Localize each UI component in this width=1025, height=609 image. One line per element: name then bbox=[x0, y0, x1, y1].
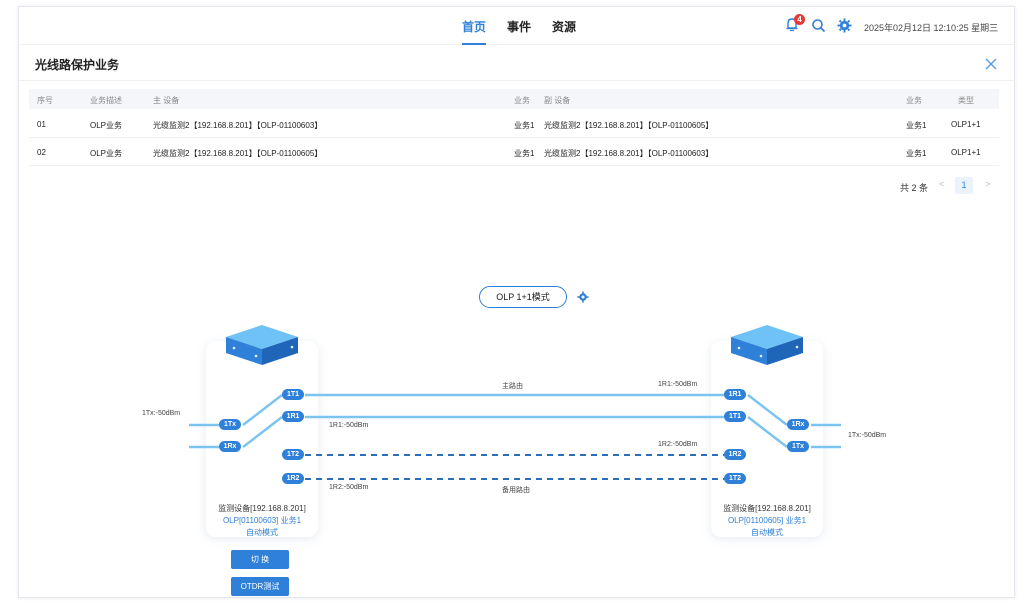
left-port-1t2[interactable]: 1T2 bbox=[282, 449, 304, 460]
fiber-link-diagram bbox=[189, 393, 841, 480]
cell-desc: OLP业务 bbox=[90, 149, 123, 158]
mode-settings-gear-icon[interactable] bbox=[577, 291, 589, 303]
left-port-1rx[interactable]: 1Rx bbox=[219, 441, 241, 452]
cell-sub-device: 光缆监测2【192.168.8.201】【OLP-01100605】 bbox=[544, 121, 714, 130]
left-tx-power-label: 1Tx:-50dBm bbox=[142, 410, 181, 417]
tab-resources[interactable]: 资源 bbox=[552, 20, 577, 34]
left-r1-power-label: 1R1:-50dBm bbox=[329, 422, 369, 429]
col-header-no: 序号 bbox=[37, 96, 53, 105]
datetime-display: 2025年02月12日 12:10:25 星期三 bbox=[864, 23, 999, 33]
olp-mode-selector[interactable]: OLP 1+1模式 bbox=[479, 286, 567, 308]
left-device-mode: 自动模式 bbox=[246, 528, 278, 537]
cell-service: 业务1 bbox=[514, 149, 535, 158]
right-device-olp: OLP[01100605] 业务1 bbox=[727, 516, 807, 525]
pagination-prev-button[interactable]: < bbox=[939, 179, 945, 189]
tab-home[interactable]: 首页 bbox=[462, 20, 487, 45]
left-tx-to-t1-line bbox=[242, 394, 283, 426]
cell-sub-device: 光缆监测2【192.168.8.201】【OLP-01100603】 bbox=[544, 149, 714, 158]
col-header-service-2: 业务 bbox=[906, 96, 922, 105]
right-port-1r2[interactable]: 1R2 bbox=[724, 449, 746, 460]
right-device-card: 监测设备[192.168.8.201] OLP[01100605] 业务1 自动… bbox=[711, 341, 823, 537]
left-device-name: 监测设备[192.168.8.201] bbox=[218, 504, 306, 513]
pagination-total: 共 2 条 bbox=[900, 183, 929, 193]
right-r1-power-label: 1R1:-50dBm bbox=[658, 381, 698, 388]
right-port-1rx[interactable]: 1Rx bbox=[787, 419, 809, 430]
cell-no: 02 bbox=[37, 148, 46, 157]
left-port-1r1[interactable]: 1R1 bbox=[282, 411, 304, 422]
table-row[interactable]: 01 OLP业务 光缆监测2【192.168.8.201】【OLP-011006… bbox=[29, 110, 999, 138]
right-r1-to-rx-line bbox=[747, 394, 788, 426]
table-header: 序号 业务描述 主 设备 业务 副 设备 业务 类型 bbox=[29, 89, 999, 109]
left-rx-to-r1-line bbox=[242, 416, 283, 448]
table-row[interactable]: 02 OLP业务 光缆监测2【192.168.8.201】【OLP-011006… bbox=[29, 138, 999, 166]
app-window: 首页 事件 资源 4 2025 bbox=[18, 6, 1015, 598]
right-device-mode: 自动模式 bbox=[751, 528, 783, 537]
main-route-label: 主路由 bbox=[502, 383, 523, 390]
col-header-type: 类型 bbox=[958, 96, 974, 105]
left-port-1t1[interactable]: 1T1 bbox=[282, 389, 304, 400]
cell-service: 业务1 bbox=[514, 121, 535, 130]
right-port-1tx[interactable]: 1Tx bbox=[787, 441, 809, 452]
right-port-1t2[interactable]: 1T2 bbox=[724, 473, 746, 484]
right-port-1r1[interactable]: 1R1 bbox=[724, 389, 746, 400]
right-device-name: 监测设备[192.168.8.201] bbox=[723, 504, 811, 513]
right-device-image-icon bbox=[731, 325, 803, 365]
left-device-olp: OLP[01100603] 业务1 bbox=[222, 516, 302, 525]
left-device-image-icon bbox=[226, 325, 298, 365]
col-header-main-device: 主 设备 bbox=[153, 96, 180, 105]
left-device-card: 监测设备[192.168.8.201] OLP[01100603] 业务1 自动… bbox=[206, 341, 318, 537]
right-t1-to-tx-line bbox=[747, 416, 788, 448]
backup-route-label: 备用路由 bbox=[502, 487, 530, 494]
top-nav: 首页 事件 资源 4 2025 bbox=[19, 7, 1014, 45]
left-r2-power-label: 1R2:-50dBm bbox=[329, 484, 369, 491]
settings-gear-icon[interactable] bbox=[837, 18, 852, 33]
left-port-1r2[interactable]: 1R2 bbox=[282, 473, 304, 484]
right-tx-power-label: 1Tx:-50dBm bbox=[848, 432, 887, 439]
otdr-test-button[interactable]: OTDR测试 bbox=[231, 577, 289, 596]
right-port-1t1[interactable]: 1T1 bbox=[724, 411, 746, 422]
search-icon[interactable] bbox=[811, 18, 826, 33]
cell-main-device: 光缆监测2【192.168.8.201】【OLP-01100603】 bbox=[153, 121, 323, 130]
alarm-count-badge: 4 bbox=[794, 14, 805, 25]
cell-no: 01 bbox=[37, 120, 46, 129]
col-header-sub-device: 副 设备 bbox=[544, 96, 571, 105]
right-r2-power-label: 1R2:-50dBm bbox=[658, 441, 698, 448]
cell-type: OLP1+1 bbox=[951, 148, 981, 157]
close-icon[interactable] bbox=[983, 56, 999, 72]
cell-type: OLP1+1 bbox=[951, 120, 981, 129]
page-title: 光线路保护业务 bbox=[35, 58, 120, 72]
col-header-desc: 业务描述 bbox=[90, 96, 122, 105]
cell-service-2: 业务1 bbox=[906, 121, 927, 130]
switch-button[interactable]: 切 换 bbox=[231, 550, 289, 569]
left-port-1tx[interactable]: 1Tx bbox=[219, 419, 241, 430]
cell-desc: OLP业务 bbox=[90, 121, 123, 130]
cell-service-2: 业务1 bbox=[906, 149, 927, 158]
pagination-next-button[interactable]: > bbox=[985, 179, 991, 189]
cell-main-device: 光缆监测2【192.168.8.201】【OLP-01100605】 bbox=[153, 149, 323, 158]
header-divider bbox=[19, 80, 1014, 81]
pagination-page-1[interactable]: 1 bbox=[955, 177, 973, 194]
col-header-service: 业务 bbox=[514, 96, 530, 105]
tab-events[interactable]: 事件 bbox=[507, 20, 532, 34]
